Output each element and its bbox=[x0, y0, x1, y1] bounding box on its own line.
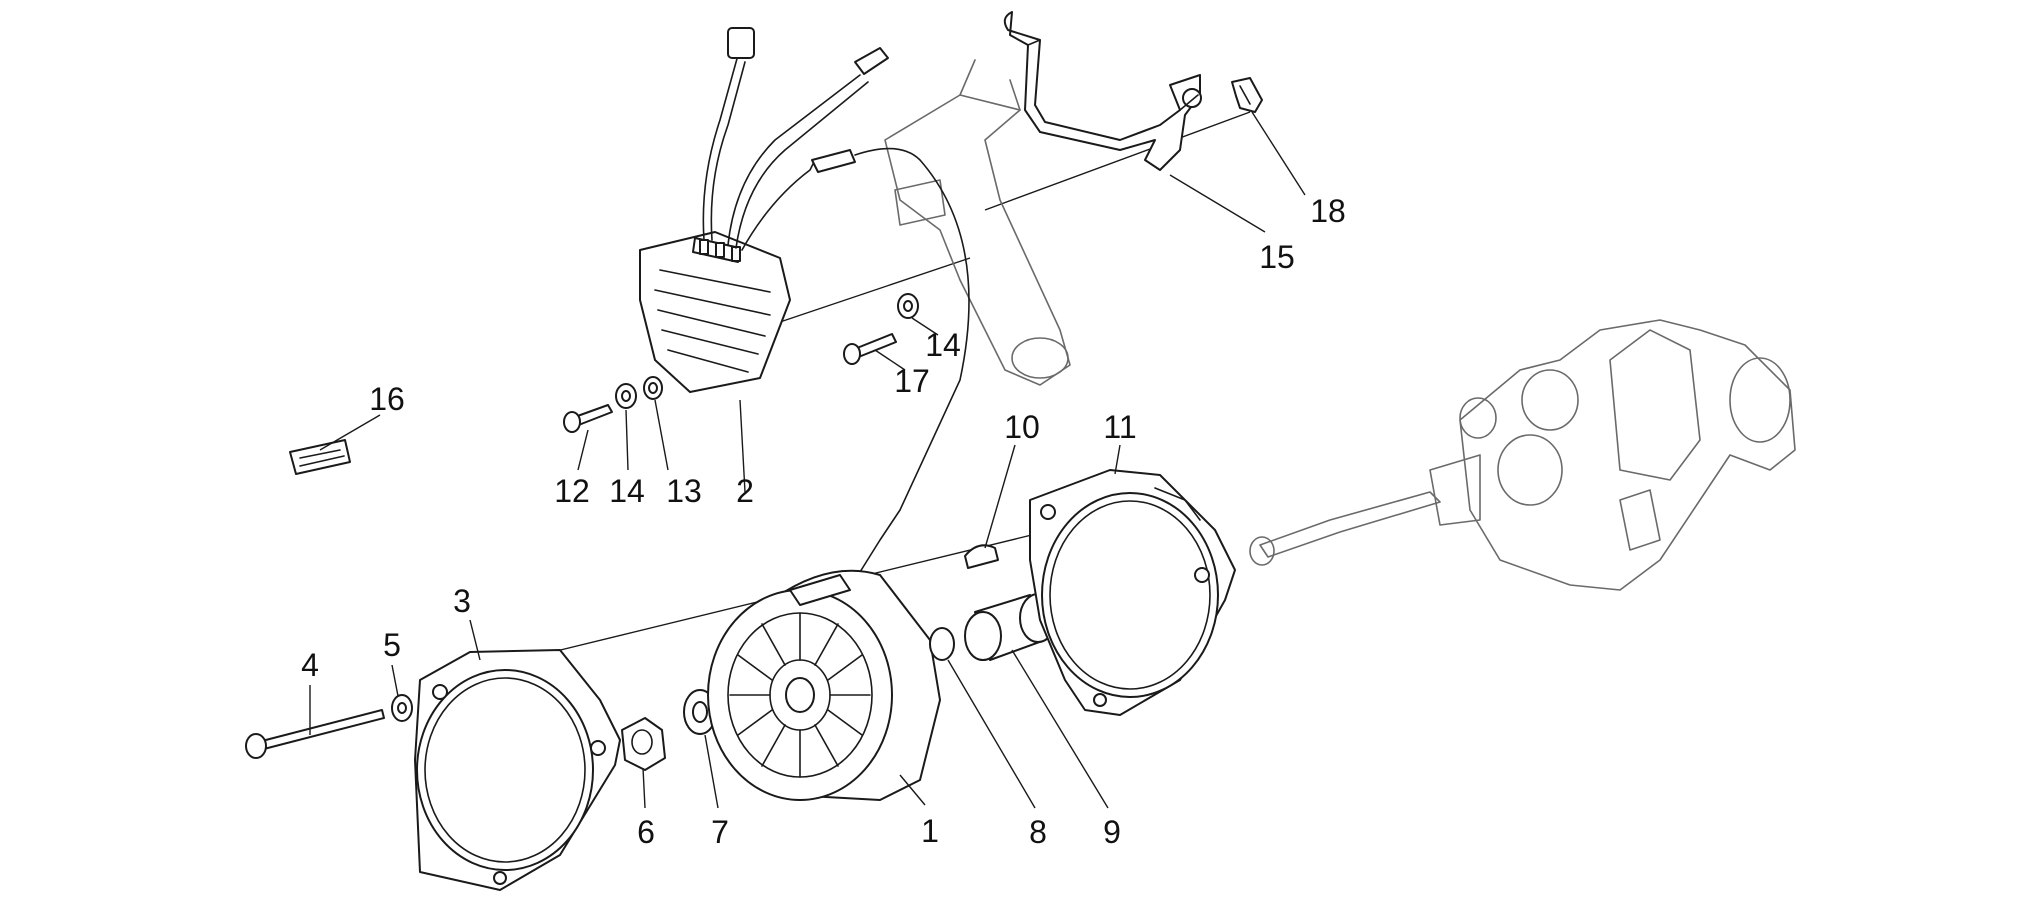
part-14-washer-b[interactable] bbox=[897, 293, 919, 319]
part-11-inner-housing[interactable] bbox=[1029, 469, 1236, 716]
callout-5: 5 bbox=[383, 627, 401, 663]
callout-6: 6 bbox=[637, 814, 655, 850]
callout-18: 18 bbox=[1310, 193, 1346, 229]
bracket-axis-line bbox=[984, 111, 1251, 211]
part-12-screw[interactable] bbox=[563, 404, 613, 433]
leader-lines bbox=[309, 111, 1306, 809]
frame-tube-ghost bbox=[884, 59, 1071, 386]
callout-15: 15 bbox=[1259, 239, 1295, 275]
callout-14-upper: 14 bbox=[925, 327, 961, 363]
callout-8: 8 bbox=[1029, 814, 1047, 850]
callout-13: 13 bbox=[666, 473, 702, 509]
part-1-stator[interactable] bbox=[707, 569, 941, 801]
part-5-washer[interactable] bbox=[391, 694, 413, 722]
part-18-clip[interactable] bbox=[1231, 77, 1263, 113]
part-16-grommet[interactable] bbox=[289, 439, 351, 475]
callout-3: 3 bbox=[453, 583, 471, 619]
callout-2: 2 bbox=[736, 473, 754, 509]
callout-7: 7 bbox=[711, 814, 729, 850]
callout-11: 11 bbox=[1103, 409, 1136, 445]
callout-12: 12 bbox=[554, 473, 590, 509]
callout-17: 17 bbox=[894, 363, 930, 399]
part-17-screw[interactable] bbox=[843, 333, 897, 365]
part-10-key[interactable] bbox=[964, 544, 999, 569]
crankshaft-ghost bbox=[1249, 319, 1796, 591]
part-13-washer[interactable] bbox=[643, 376, 663, 400]
part-15-bracket[interactable] bbox=[1003, 11, 1202, 171]
callout-4: 4 bbox=[301, 647, 319, 683]
part-3-outer-cover[interactable] bbox=[414, 649, 621, 891]
part-4-long-bolt[interactable] bbox=[245, 709, 385, 759]
part-14-washer-a[interactable] bbox=[615, 383, 637, 409]
part-2-voltage-regulator[interactable] bbox=[639, 27, 970, 573]
part-6-nut[interactable] bbox=[621, 717, 666, 771]
callout-1: 1 bbox=[921, 813, 939, 849]
part-8-o-ring[interactable] bbox=[929, 627, 955, 661]
callout-10: 10 bbox=[1004, 409, 1040, 445]
callout-9: 9 bbox=[1103, 814, 1121, 850]
regulator-axis-line bbox=[779, 257, 971, 323]
callout-14-lower: 14 bbox=[609, 473, 645, 509]
callout-16: 16 bbox=[369, 381, 405, 417]
